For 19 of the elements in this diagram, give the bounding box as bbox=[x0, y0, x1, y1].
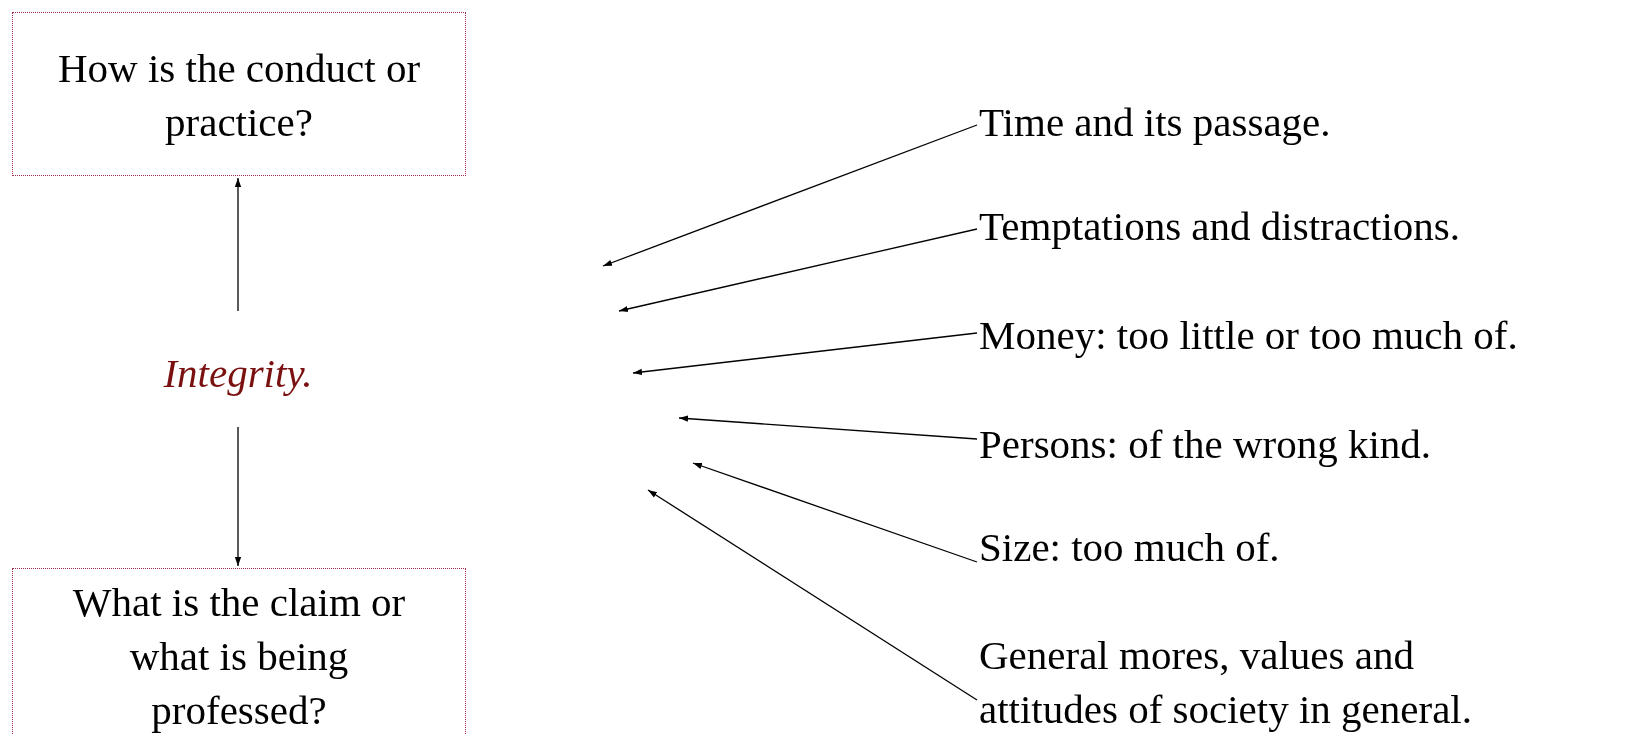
factor-text: Money: too little or too much of. bbox=[979, 308, 1539, 362]
factor-text: Size: too much of. bbox=[979, 520, 1539, 574]
arrow bbox=[647, 489, 978, 701]
arrow bbox=[632, 332, 978, 376]
arrow bbox=[678, 415, 978, 440]
arrow bbox=[234, 426, 242, 567]
question-text: How is the conduct or practice? bbox=[56, 44, 422, 147]
arrow bbox=[602, 124, 978, 267]
arrow bbox=[692, 462, 978, 563]
factor-text: Persons: of the wrong kind. bbox=[979, 417, 1539, 471]
central-concept: Integrity. bbox=[163, 350, 313, 396]
factor-text: Temptations and distractions. bbox=[979, 199, 1539, 253]
arrow bbox=[234, 177, 242, 312]
question-box bbox=[12, 568, 466, 735]
factor-text: General mores, values and attitudes of society in general. bbox=[979, 628, 1539, 735]
question-text: What is the claim or what is being professed? bbox=[71, 578, 407, 735]
arrow bbox=[618, 228, 978, 313]
question-box bbox=[12, 12, 466, 176]
factor-text: Time and its passage. bbox=[979, 95, 1539, 149]
